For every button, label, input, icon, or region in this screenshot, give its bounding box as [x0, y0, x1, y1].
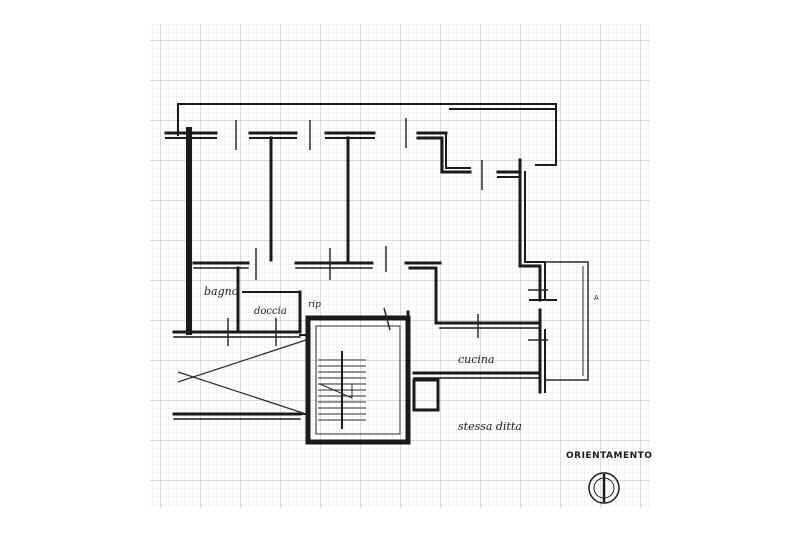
- section-marker: A: [594, 294, 599, 302]
- landing-cross: [177, 339, 307, 415]
- room-label-cucina: cucina: [458, 353, 495, 366]
- graph-paper: [150, 24, 650, 508]
- neighbour-label: stessa ditta: [458, 420, 522, 433]
- stairs: [318, 351, 366, 429]
- north-arrow-icon: [588, 472, 620, 504]
- walls: [164, 103, 589, 445]
- room-label-doccia: doccia: [254, 306, 287, 317]
- room-label-rip: rip: [308, 300, 321, 310]
- door-marks: [227, 118, 548, 346]
- orientation-title: ORIENTAMENTO: [566, 451, 652, 461]
- room-label-bagno: bagno: [204, 285, 239, 298]
